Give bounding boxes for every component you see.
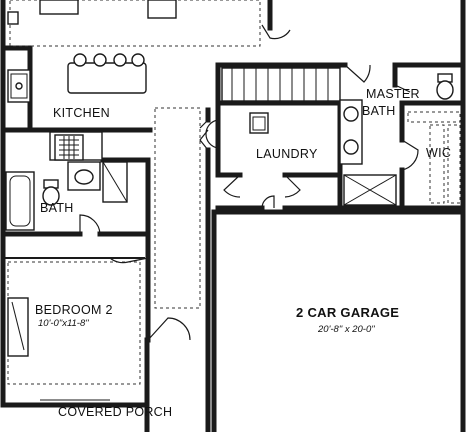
kitchen-label: KITCHEN: [53, 106, 110, 120]
master-bath-label-line1: MASTER: [366, 87, 420, 101]
bathtub: [5, 171, 35, 231]
bedroom2-label: BEDROOM 2: [35, 303, 113, 317]
bedroom2-dimensions: 10'-0"x11-8": [38, 318, 89, 329]
laundry-sink: [249, 112, 269, 134]
bath-vanity: [42, 161, 101, 206]
interior-walls: [0, 45, 466, 432]
bed: [7, 297, 29, 357]
stairs: [221, 67, 341, 102]
bedroom-window: [40, 399, 110, 406]
bath-label: BATH: [40, 201, 74, 215]
pantry-cabinet: [102, 161, 128, 203]
dining-table: [7, 0, 177, 25]
master-vanity: [339, 99, 363, 165]
garage-label: 2 CAR GARAGE: [296, 305, 399, 320]
master-toilet: [436, 73, 454, 100]
garage-dimensions: 20'-8" x 20-0": [317, 324, 375, 335]
porch-label: COVERED PORCH: [58, 405, 172, 419]
wic-label: WIC: [426, 146, 451, 160]
laundry-label: LAUNDRY: [256, 147, 318, 161]
doors: [79, 24, 419, 341]
master-shower: [343, 174, 397, 206]
kitchen-island: [67, 53, 147, 94]
master-bath-label-line2: BATH: [362, 104, 396, 118]
kitchen-range: [49, 131, 103, 161]
wic-shelves: [407, 111, 461, 204]
kitchen-sink: [7, 69, 31, 103]
